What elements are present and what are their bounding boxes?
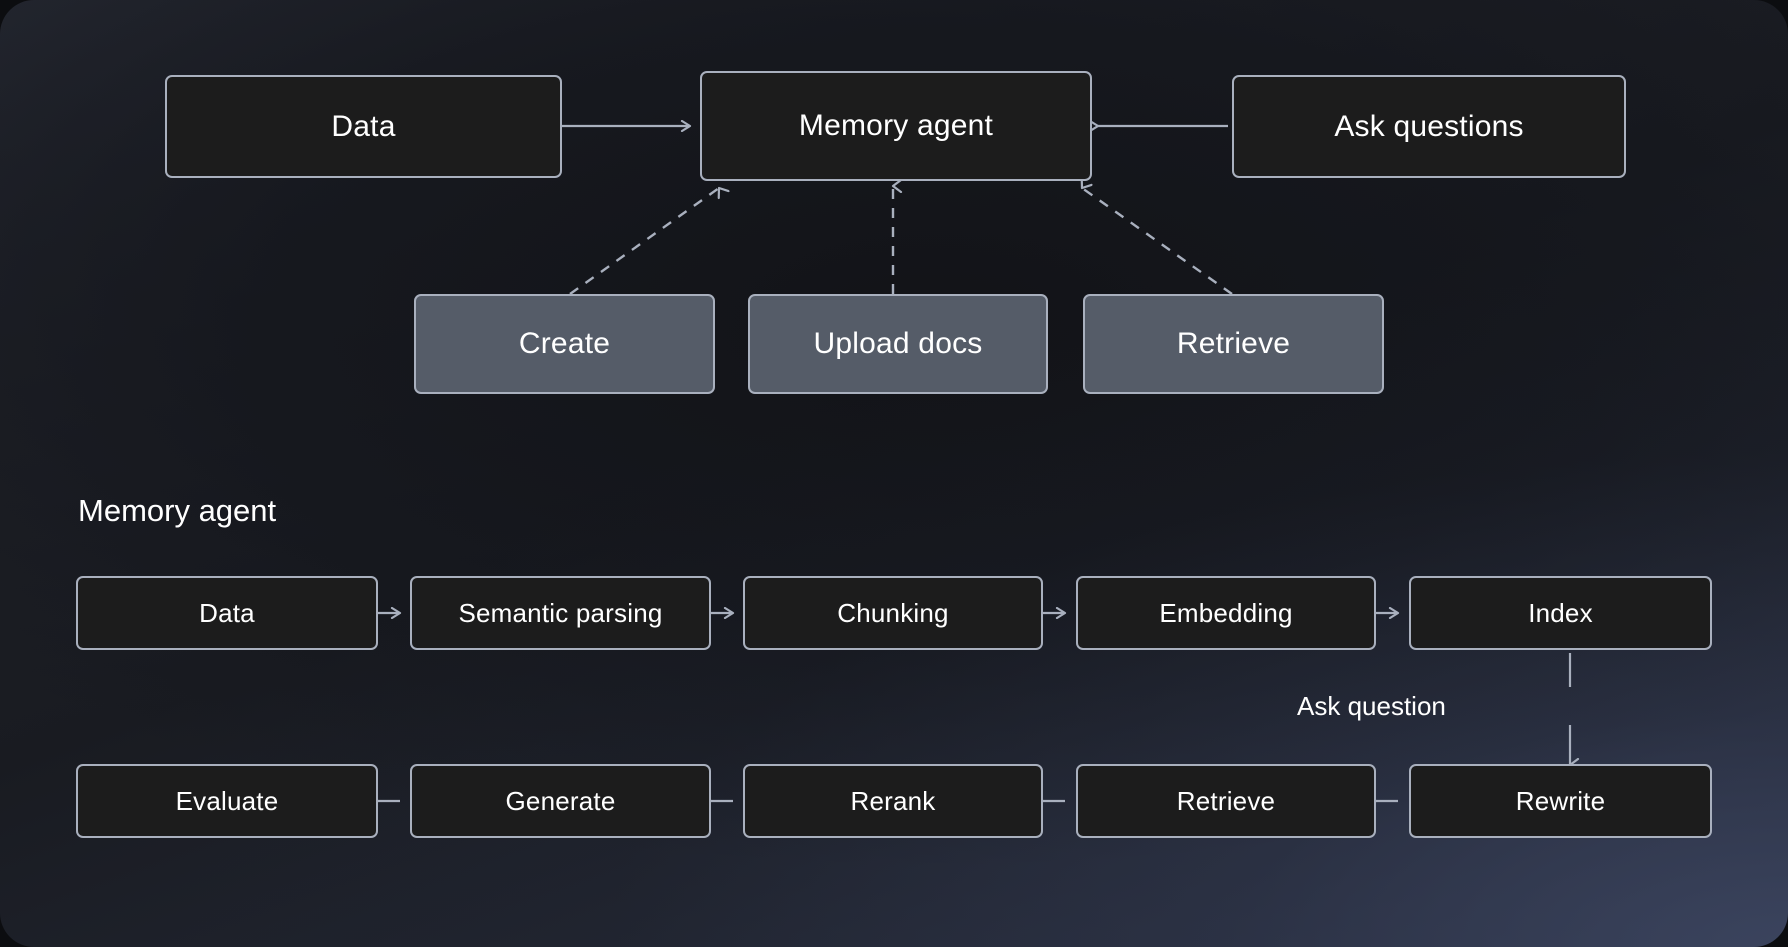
node-label: Evaluate [175,785,279,816]
node-upload-docs[interactable]: Upload docs [748,294,1048,394]
section-title: Memory agent [78,493,277,528]
node-ask-questions[interactable]: Ask questions [1232,75,1626,178]
pipeline-node-embedding[interactable]: Embedding [1076,576,1376,650]
node-memory-agent[interactable]: Memory agent [700,71,1092,181]
pipeline-node-generate[interactable]: Generate [410,764,711,838]
pipeline-node-rerank[interactable]: Rerank [743,764,1043,838]
node-label: Rerank [850,785,936,816]
pipeline-node-semantic-parsing[interactable]: Semantic parsing [410,576,711,650]
pipeline-node-rewrite[interactable]: Rewrite [1409,764,1712,838]
node-label: Ask questions [1334,109,1524,143]
node-label: Semantic parsing [458,597,663,628]
node-label: Generate [505,785,616,816]
pipeline-node-chunking[interactable]: Chunking [743,576,1043,650]
node-label: Create [518,327,611,360]
pipeline-node-retrieve[interactable]: Retrieve [1076,764,1376,838]
edge-create-to-memory-agent [569,188,719,295]
node-label: Retrieve [1176,785,1276,816]
node-label: Data [331,109,396,143]
node-label: Rewrite [1515,785,1606,816]
node-label: Memory agent [798,109,994,142]
pipeline-node-evaluate[interactable]: Evaluate [76,764,378,838]
edge-retrieve-to-memory-agent [1082,188,1233,295]
pipeline-node-data[interactable]: Data [76,576,378,650]
node-label: Embedding [1159,597,1293,628]
pipeline-node-index[interactable]: Index [1409,576,1712,650]
node-data-input[interactable]: Data [165,75,562,178]
node-label: Upload docs [813,327,983,360]
connector-label-ask-question: Ask question [1297,691,1446,721]
node-label: Index [1528,597,1593,628]
node-label: Chunking [837,597,949,628]
node-label: Retrieve [1176,327,1291,360]
node-label: Data [199,597,255,628]
node-create[interactable]: Create [414,294,715,394]
node-retrieve-capability[interactable]: Retrieve [1083,294,1384,394]
